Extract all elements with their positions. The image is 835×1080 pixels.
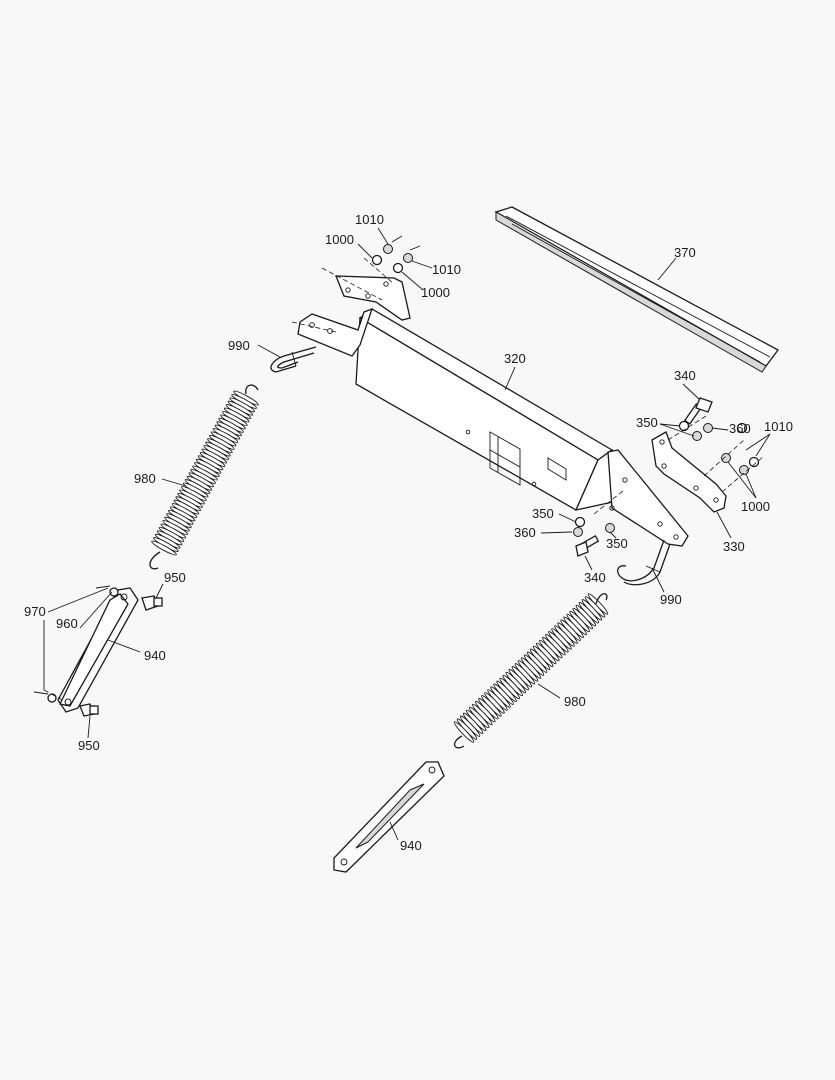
callout-320: 320 xyxy=(504,351,526,366)
callout-980-upper: 980 xyxy=(134,471,156,486)
fasteners-lower-center xyxy=(540,489,625,571)
part-370-rail xyxy=(494,206,779,373)
part-right-bracket xyxy=(607,449,689,547)
callout-980-lower: 980 xyxy=(564,694,586,709)
fasteners-upper xyxy=(357,227,433,291)
part-940-link-lower xyxy=(333,761,445,873)
callout-950-upper: 950 xyxy=(164,570,186,585)
callout-1010-upper: 1010 xyxy=(355,212,384,227)
spring-coil xyxy=(453,721,475,743)
spring-coil xyxy=(151,540,177,556)
callout-350-lower: 350 xyxy=(532,506,554,521)
callout-990-right: 990 xyxy=(660,592,682,607)
callout-1010-upper-right: 1010 xyxy=(432,262,461,277)
callout-360-upper: 360 xyxy=(729,421,751,436)
part-330-plate xyxy=(651,431,732,539)
fasteners-right-upper xyxy=(659,383,729,441)
part-990-hook-right xyxy=(617,539,671,593)
callout-990-left: 990 xyxy=(228,338,250,353)
part-980-spring-upper xyxy=(149,384,259,570)
callout-1000-right: 1000 xyxy=(741,499,770,514)
callout-340-lower: 340 xyxy=(584,570,606,585)
callout-970: 970 xyxy=(24,604,46,619)
callout-350-lower-right: 350 xyxy=(606,536,628,551)
callout-330: 330 xyxy=(723,539,745,554)
callout-360-lower: 360 xyxy=(514,525,536,540)
callout-940-lower: 940 xyxy=(400,838,422,853)
callout-1000-upper-right: 1000 xyxy=(421,285,450,300)
callout-940-left: 940 xyxy=(144,648,166,663)
callout-340-upper: 340 xyxy=(674,368,696,383)
part-320-main-tube xyxy=(355,308,623,511)
part-990-hook-left xyxy=(257,344,317,373)
callout-1010-right: 1010 xyxy=(764,419,793,434)
callout-950-lower: 950 xyxy=(78,738,100,753)
callout-labels: 370 320 1010 1000 1010 1000 990 340 350 … xyxy=(24,212,793,853)
part-left-bracket xyxy=(291,307,374,357)
callout-960: 960 xyxy=(56,616,78,631)
callout-350-upper: 350 xyxy=(636,415,658,430)
callout-1000-upper: 1000 xyxy=(325,232,354,247)
part-980-spring-lower xyxy=(453,593,609,749)
callout-370: 370 xyxy=(674,245,696,260)
part-upper-plate xyxy=(321,257,411,321)
fasteners-950-960-970 xyxy=(33,583,164,739)
part-940-link-left xyxy=(57,587,141,713)
fasteners-right-side xyxy=(703,422,771,499)
